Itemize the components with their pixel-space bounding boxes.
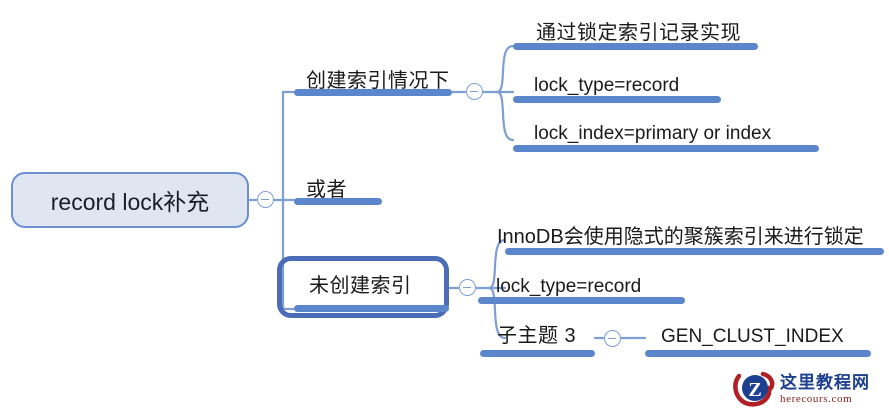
watermark-name-cn: 这里教程网 (780, 372, 870, 392)
node-label-lock-type-2[interactable]: lock_type=record (496, 276, 642, 297)
node-label-with-index[interactable]: 创建索引情况下 (306, 70, 450, 92)
collapse-minus-icon-without-index[interactable] (459, 279, 476, 296)
node-label-gen-clust-index[interactable]: GEN_CLUST_INDEX (661, 326, 844, 347)
watermark-name-en: herecours.com (780, 392, 853, 405)
collapse-minus-icon-subtopic-3[interactable] (604, 330, 621, 347)
root-node[interactable]: record lock补充 (11, 172, 249, 228)
node-underline-gen-clust-index (645, 350, 871, 357)
node-label-innodb-implicit[interactable]: InnoDB会使用隐式的聚簇索引来进行锁定 (497, 226, 864, 248)
node-label-subtopic-3[interactable]: 子主题 3 (497, 325, 577, 347)
node-underline-without-index (294, 305, 449, 312)
watermark-text: 这里教程网 herecours.com (780, 374, 870, 405)
watermark: Z 这里教程网 herecours.com (733, 369, 883, 409)
node-label-without-index[interactable]: 未创建索引 (309, 275, 412, 297)
herecours-z-logo-icon: Z (733, 370, 775, 408)
svg-text:Z: Z (748, 379, 761, 401)
node-label-lock-type-1[interactable]: lock_type=record (534, 75, 680, 96)
node-label-lock-index[interactable]: lock_index=primary or index (534, 123, 772, 144)
node-underline-or (294, 198, 382, 205)
node-underline-lock-type-1 (513, 96, 721, 103)
collapse-minus-icon-with-index[interactable] (466, 83, 483, 100)
node-underline-subtopic-3 (480, 350, 595, 357)
node-underline-lock-type-2 (478, 297, 685, 304)
node-underline-innodb-implicit (505, 248, 884, 255)
node-underline-impl (513, 43, 758, 50)
node-label-impl[interactable]: 通过锁定索引记录实现 (536, 22, 741, 44)
node-underline-lock-index (513, 145, 819, 152)
collapse-minus-icon-root[interactable] (257, 191, 274, 208)
node-selection-box-without-index[interactable] (277, 256, 449, 318)
node-label-or[interactable]: 或者 (306, 179, 347, 201)
node-underline-with-index (294, 89, 452, 96)
root-node-label: record lock补充 (50, 189, 210, 215)
